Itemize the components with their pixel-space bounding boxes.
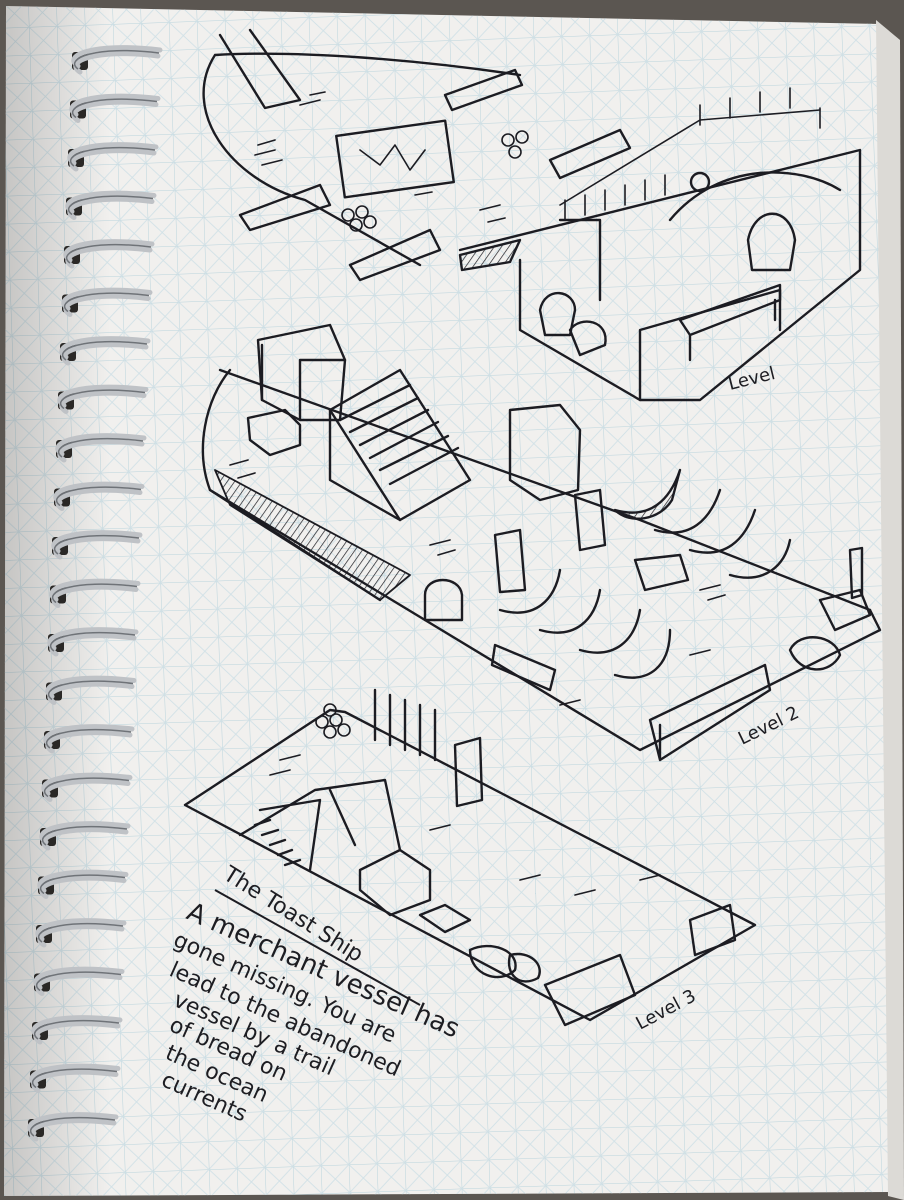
level-2-drawing	[201, 323, 882, 762]
spiral-ring	[39, 821, 131, 851]
barrel-icon	[238, 68, 632, 282]
spiral-ring	[49, 578, 141, 608]
spiral-ring	[61, 287, 153, 317]
spiral-ring	[37, 869, 129, 899]
spiral-ring	[65, 190, 157, 220]
spiral-ring	[31, 1015, 123, 1045]
level-3-drawing	[183, 688, 757, 1027]
spiral-ring	[59, 336, 151, 366]
spiral-binding	[27, 45, 163, 1142]
spiral-ring	[47, 627, 139, 657]
spiral-ring	[29, 1063, 121, 1093]
spiral-ring	[71, 45, 163, 75]
spiral-ring	[45, 675, 137, 705]
spiral-ring	[33, 966, 125, 996]
hammock-icon	[498, 468, 792, 679]
level-1-drawing	[202, 28, 862, 402]
spiral-ring	[53, 481, 145, 511]
spiral-ring	[67, 142, 159, 172]
spiral-ring	[35, 918, 127, 948]
spiral-ring	[69, 93, 161, 123]
spiral-ring	[55, 433, 147, 463]
spiral-ring	[51, 530, 143, 560]
spiral-ring	[63, 239, 155, 269]
spiral-ring	[41, 772, 133, 802]
spiral-ring	[27, 1112, 119, 1142]
spiral-ring	[43, 724, 135, 754]
spiral-ring	[57, 384, 149, 414]
